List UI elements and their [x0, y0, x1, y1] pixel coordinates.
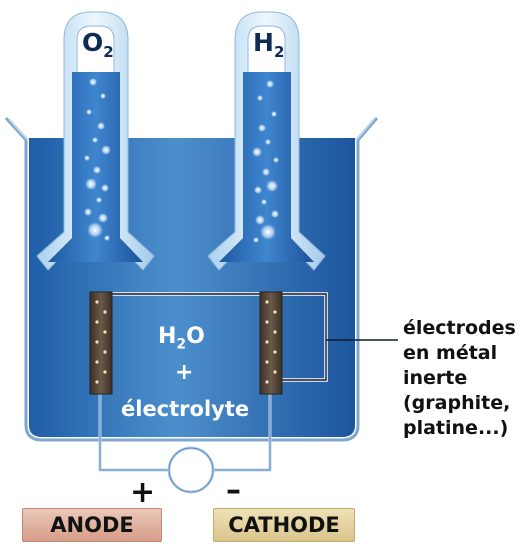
hydrogen-tube [207, 11, 326, 271]
electrodes-note: électrodes en métal inerte (graphite, pl… [403, 317, 516, 439]
gas-bubble [96, 197, 102, 203]
electrode-sparkles [95, 300, 277, 384]
gas-bubble [273, 157, 279, 163]
plus-sign: + [175, 360, 194, 385]
gas-bubble [260, 224, 276, 240]
electrode-spark [95, 380, 99, 384]
anode-electrode [89, 291, 113, 395]
electrode-spark [95, 300, 99, 304]
electrode-spark [273, 350, 277, 354]
electrode-spark [103, 370, 107, 374]
gas-bubble [254, 186, 262, 194]
gas-bubble [255, 215, 265, 225]
gas-bubble [93, 166, 101, 174]
electrode-spark [265, 360, 269, 364]
electrode-spark [273, 310, 277, 314]
gas-bubble [87, 222, 103, 238]
electrode-spark [273, 330, 277, 334]
gas-bubble [97, 122, 105, 130]
electrode-spark [265, 300, 269, 304]
electrode-spark [265, 320, 269, 324]
gas-bubble [86, 109, 92, 115]
gas-bubble [271, 111, 277, 117]
hydrogen-label: H2 [253, 28, 285, 61]
oxygen-bubbles [84, 78, 111, 241]
gas-bubble [271, 210, 279, 218]
gas-bubble [261, 199, 267, 205]
gas-bubble [85, 178, 97, 190]
anode-label: ANODE [22, 508, 162, 542]
gas-bubble [84, 155, 90, 161]
electrode-spark [265, 340, 269, 344]
gas-bubble [265, 139, 271, 145]
electrolyte-label: électrolyte [121, 397, 250, 421]
gas-bubble [101, 145, 111, 155]
water-formula: H2O [158, 324, 205, 353]
cathode-label: CATHODE [213, 508, 355, 542]
gas-bubble [257, 95, 263, 101]
electrode-spark [95, 320, 99, 324]
gas-bubble [258, 124, 266, 132]
gas-bubble [89, 78, 97, 86]
gas-bubble [266, 180, 278, 192]
electrode-spark [103, 330, 107, 334]
gas-bubble [104, 235, 110, 241]
gas-bubble [101, 184, 109, 192]
hydrogen-bubbles [252, 80, 279, 243]
oxygen-label: O2 [82, 28, 114, 61]
electrode-spark [103, 350, 107, 354]
electrode-spark [95, 360, 99, 364]
electrode-spark [265, 380, 269, 384]
gas-bubble [253, 237, 259, 243]
gas-bubble [262, 168, 270, 176]
electrode-spark [95, 340, 99, 344]
gas-bubble [266, 80, 274, 88]
anode-sign: + [130, 475, 156, 510]
gas-bubble [92, 137, 98, 143]
gas-bubble [252, 147, 262, 157]
electrode-spark [273, 370, 277, 374]
gas-bubble [84, 208, 92, 216]
cathode-sign: – [226, 473, 241, 508]
gas-bubble [98, 213, 108, 223]
gas-bubble [100, 93, 106, 99]
electrode-spark [103, 310, 107, 314]
beaker [4, 116, 379, 442]
cathode-electrode [259, 291, 283, 395]
